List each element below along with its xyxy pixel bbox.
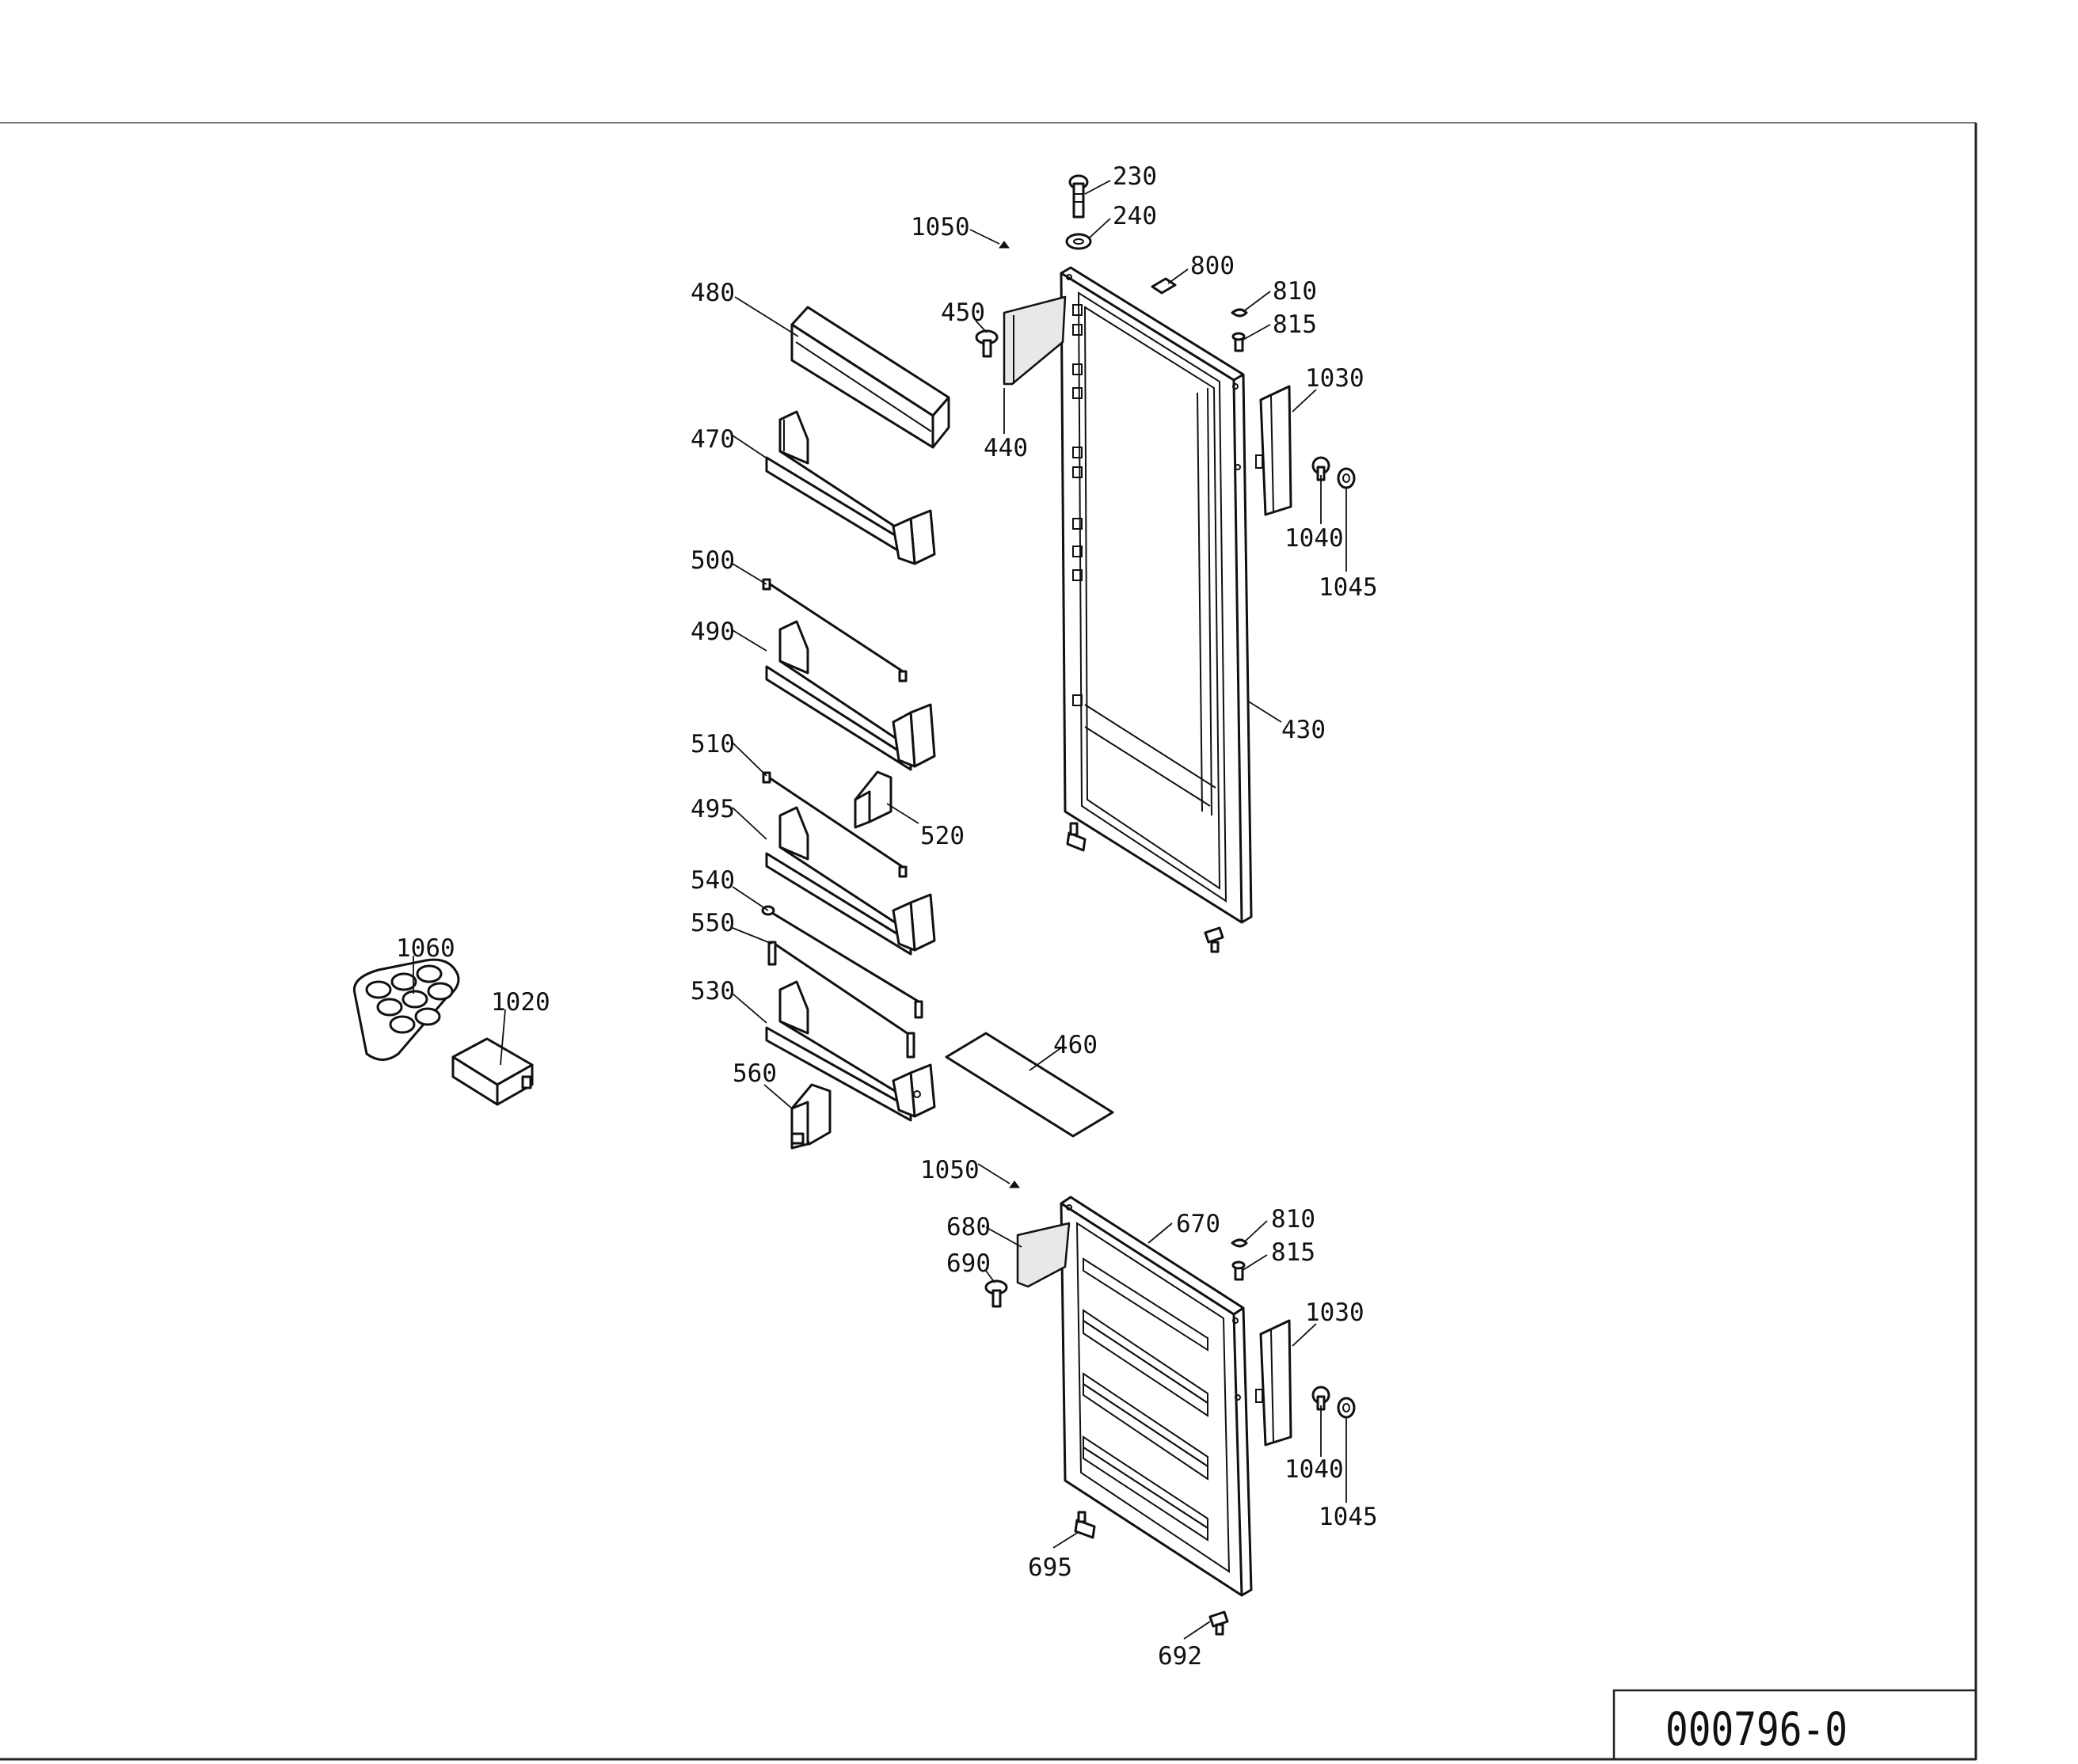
part-1030-handle-upper (1255, 385, 1292, 516)
label-240: 240 (1113, 202, 1157, 230)
label-670: 670 (1176, 1210, 1220, 1238)
part-240-washer (1065, 233, 1092, 250)
part-430-fridge-door (1060, 266, 1253, 924)
label-230: 230 (1113, 162, 1157, 191)
part-1045-washer-lower (1337, 1397, 1356, 1419)
label-460: 460 (1053, 1031, 1098, 1059)
part-690-screw (984, 1279, 1008, 1308)
part-1030-handle-lower (1255, 1319, 1292, 1447)
drawing-frame (0, 122, 1977, 1761)
label-815-lower: 815 (1271, 1238, 1315, 1267)
part-450-screw (975, 329, 999, 358)
label-430: 430 (1281, 716, 1326, 744)
label-1045-upper: 1045 (1319, 573, 1378, 602)
label-470: 470 (691, 425, 735, 454)
label-480: 480 (691, 279, 735, 307)
label-1030-lower: 1030 (1305, 1298, 1364, 1327)
part-1020-box (451, 1037, 534, 1106)
part-550-rail (767, 941, 915, 1059)
label-490: 490 (691, 618, 735, 646)
part-hinge-bracket-upper-door (1204, 926, 1224, 953)
label-680: 680 (946, 1213, 991, 1241)
part-lower-hinge-upper-door (1066, 822, 1087, 852)
drawing-number: 000796-0 (1665, 1702, 1848, 1756)
part-680-hinge-cover (1016, 1222, 1071, 1288)
part-1060-egg-tray (352, 958, 460, 1061)
part-510-rail (762, 771, 908, 878)
label-500: 500 (691, 546, 735, 575)
label-1040-lower: 1040 (1284, 1455, 1344, 1484)
label-690: 690 (946, 1249, 991, 1278)
label-1060: 1060 (396, 934, 455, 963)
label-1020: 1020 (491, 988, 550, 1017)
part-695-hinge (1074, 1511, 1096, 1539)
part-460-plate (945, 1032, 1114, 1138)
part-560-shelf-clip (790, 1083, 832, 1150)
label-540: 540 (691, 866, 735, 895)
label-550: 550 (691, 909, 735, 937)
label-510: 510 (691, 730, 735, 758)
part-815-screw-lower (1231, 1260, 1246, 1281)
label-1030-upper: 1030 (1305, 364, 1364, 393)
label-810-lower: 810 (1271, 1205, 1315, 1234)
label-800: 800 (1190, 252, 1235, 280)
label-1045-lower: 1045 (1319, 1503, 1378, 1531)
part-670-freezer-door (1060, 1196, 1253, 1597)
part-480-dairy-bin (790, 306, 950, 449)
part-1045-washer-upper (1337, 467, 1356, 489)
part-692-hinge-bracket (1208, 1610, 1229, 1636)
title-block: 000796-0 (1612, 1689, 1977, 1761)
part-530-door-shelf (765, 980, 936, 1122)
label-520: 520 (920, 822, 965, 850)
label-815-upper: 815 (1273, 310, 1317, 339)
part-810-plug-upper (1231, 308, 1248, 317)
part-810-plug-lower (1231, 1238, 1248, 1248)
part-495-door-shelf (765, 806, 936, 956)
part-230-hinge-pin (1068, 174, 1089, 219)
label-450: 450 (941, 298, 985, 327)
label-1050-lower: 1050 (920, 1156, 980, 1184)
label-440: 440 (984, 434, 1028, 462)
label-1050-upper: 1050 (911, 213, 970, 241)
part-815-screw-upper (1231, 332, 1246, 352)
label-810-upper: 810 (1273, 277, 1317, 306)
label-560: 560 (733, 1059, 777, 1088)
part-labels: 230 240 1050 800 810 815 480 450 1030 44… (396, 162, 1378, 1671)
label-495: 495 (691, 795, 735, 823)
label-1040-upper: 1040 (1284, 524, 1344, 553)
label-692: 692 (1158, 1642, 1202, 1671)
part-1050-cap-upper (999, 241, 1010, 249)
part-470-door-shelf (765, 410, 936, 565)
part-440-hinge-cover (1003, 295, 1067, 386)
part-520-shelf-clip (854, 770, 892, 829)
part-1050-cap-lower (1009, 1180, 1020, 1188)
part-1040-screw-lower (1311, 1386, 1330, 1411)
part-490-door-shelf (765, 620, 936, 771)
leader-lines (413, 180, 1347, 1640)
label-530: 530 (691, 977, 735, 1006)
label-695: 695 (1028, 1553, 1072, 1582)
